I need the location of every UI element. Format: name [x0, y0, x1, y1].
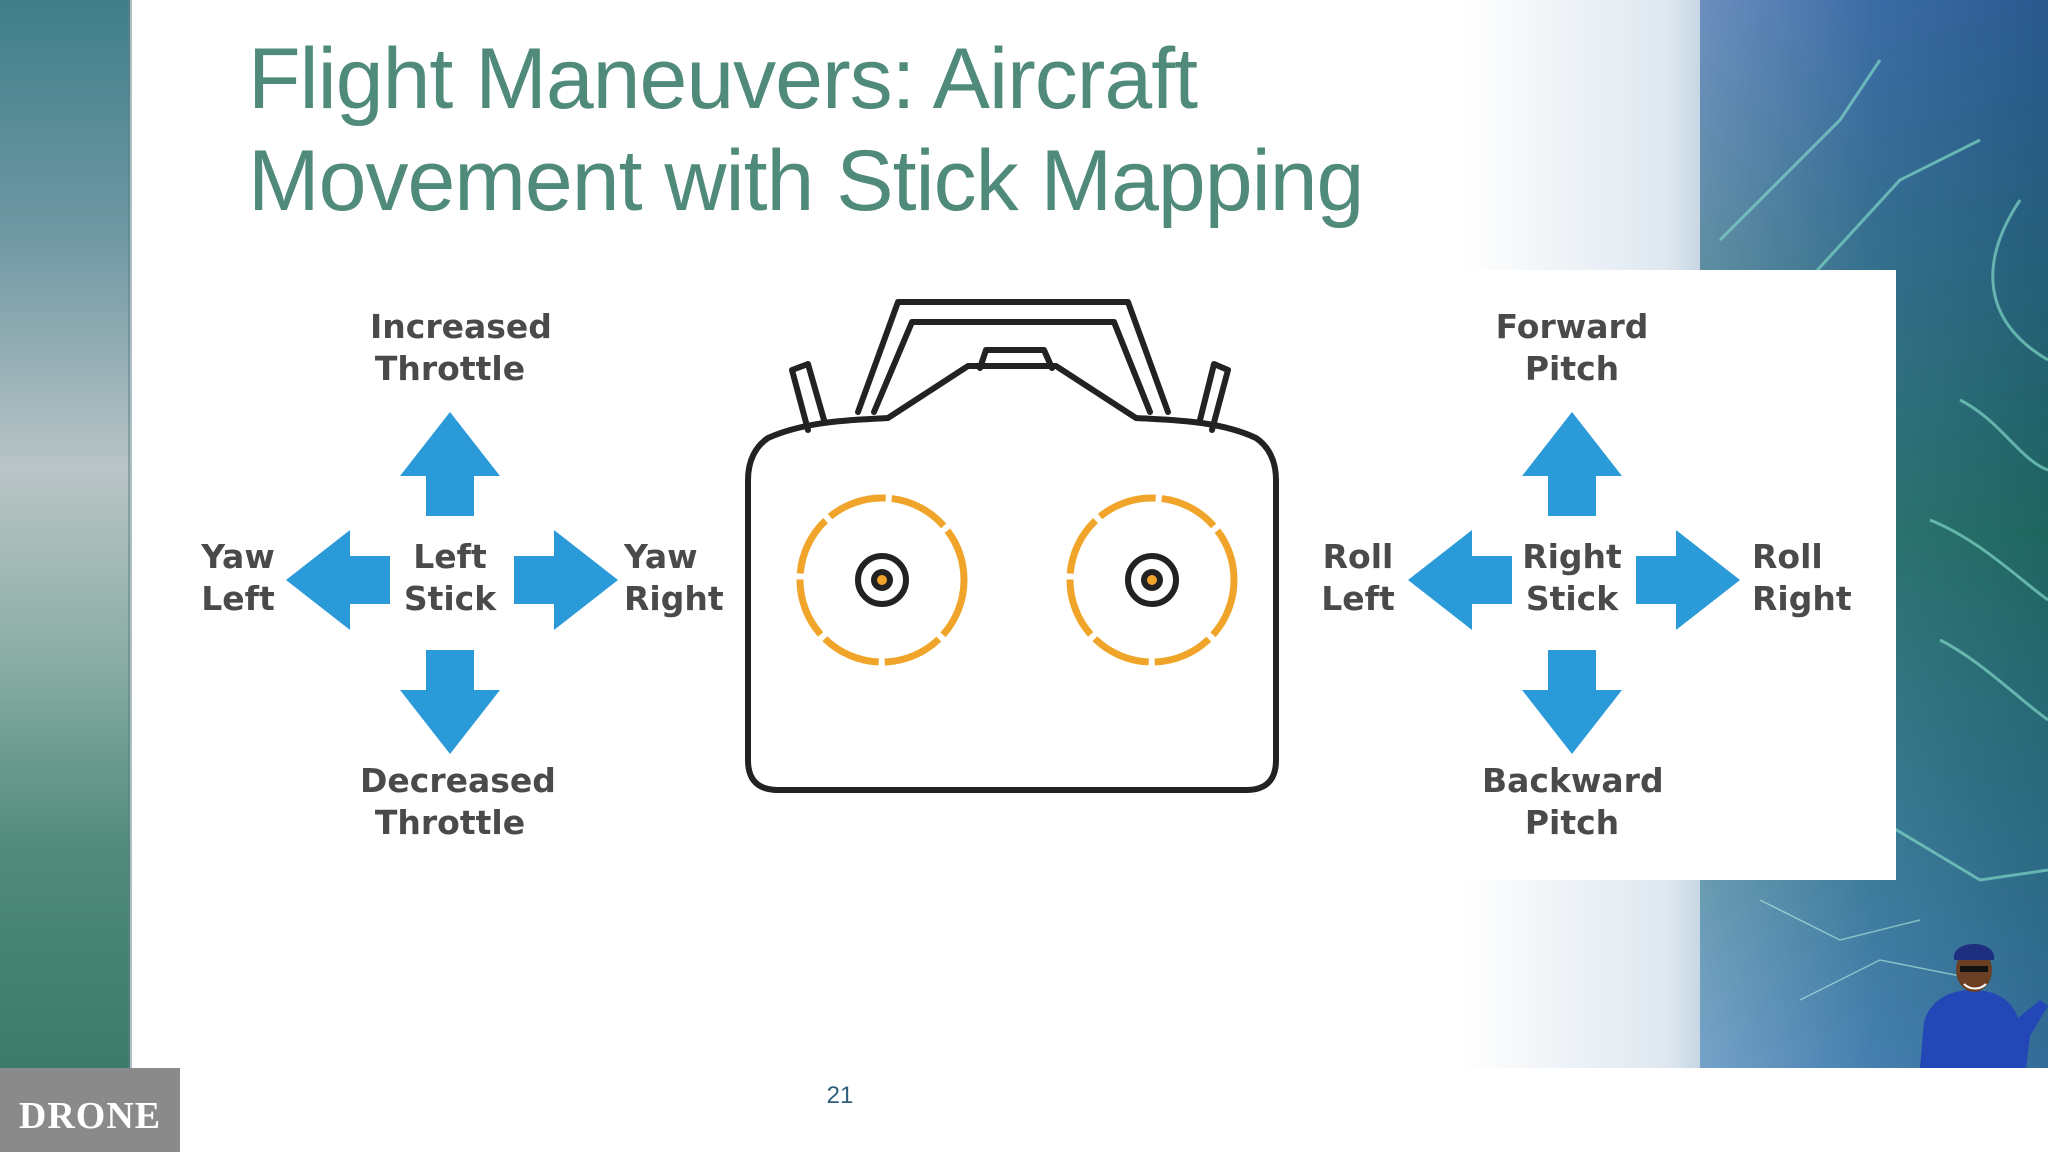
label-backward-pitch: Backward Pitch — [1482, 760, 1664, 844]
label-line: Throttle — [374, 349, 526, 388]
page-number: 21 — [826, 1082, 854, 1109]
presenter-video-thumbnail — [1920, 944, 2048, 1068]
label-roll-left: Roll Left — [1318, 536, 1398, 620]
label-line: Pitch — [1524, 349, 1620, 388]
right-stick-ring — [1066, 494, 1238, 666]
label-line: Yaw — [201, 537, 275, 576]
label-line: Right — [624, 579, 724, 618]
title-line-1: Flight Maneuvers: Aircraft — [248, 31, 1198, 127]
label-line: Stick — [1525, 579, 1619, 618]
label-yaw-right: Yaw Right — [624, 536, 724, 620]
label-line: Roll — [1752, 537, 1823, 576]
arrow-left-icon — [1408, 530, 1512, 630]
arrow-up-icon — [1522, 412, 1622, 516]
label-decreased-throttle: Decreased Throttle — [360, 760, 556, 844]
label-line: Roll — [1322, 537, 1394, 576]
label-yaw-left: Yaw Left — [200, 536, 276, 620]
label-line: Throttle — [374, 803, 526, 842]
remote-controller-icon — [745, 299, 1279, 793]
label-line: Right — [1522, 537, 1622, 576]
label-forward-pitch: Forward Pitch — [1492, 306, 1652, 390]
arrow-down-icon — [400, 650, 500, 754]
arrow-right-icon — [514, 530, 618, 630]
label-line: Increased — [370, 307, 552, 346]
label-right-stick: Right Stick — [1512, 536, 1632, 620]
arrow-right-icon — [1636, 530, 1740, 630]
slide-title: Flight Maneuvers: Aircraft Movement with… — [248, 28, 1408, 232]
label-line: Yaw — [624, 537, 698, 576]
arrow-left-icon — [286, 530, 390, 630]
label-left-stick: Left Stick — [390, 536, 510, 620]
label-line: Forward — [1495, 307, 1649, 346]
arrow-down-icon — [1522, 650, 1622, 754]
label-line: Pitch — [1524, 803, 1620, 842]
label-increased-throttle: Increased Throttle — [370, 306, 552, 390]
left-stick-ring — [796, 494, 968, 666]
label-roll-right: Roll Right — [1752, 536, 1852, 620]
logo-text: DRONE — [18, 1095, 162, 1137]
label-line: Backward — [1482, 761, 1664, 800]
label-line: Left — [413, 537, 487, 576]
label-line: Decreased — [360, 761, 556, 800]
label-line: Left — [201, 579, 275, 618]
decorative-left-bar — [0, 0, 130, 1068]
drone-logo: DRONE — [0, 1068, 180, 1152]
arrow-up-icon — [400, 412, 500, 516]
label-line: Stick — [403, 579, 497, 618]
title-line-2: Movement with Stick Mapping — [248, 133, 1364, 229]
label-line: Left — [1321, 579, 1395, 618]
left-bar-edge — [128, 0, 132, 1068]
stick-mapping-diagram: Increased Throttle Left Stick Yaw Left Y… — [168, 270, 1896, 880]
label-line: Right — [1752, 579, 1852, 618]
